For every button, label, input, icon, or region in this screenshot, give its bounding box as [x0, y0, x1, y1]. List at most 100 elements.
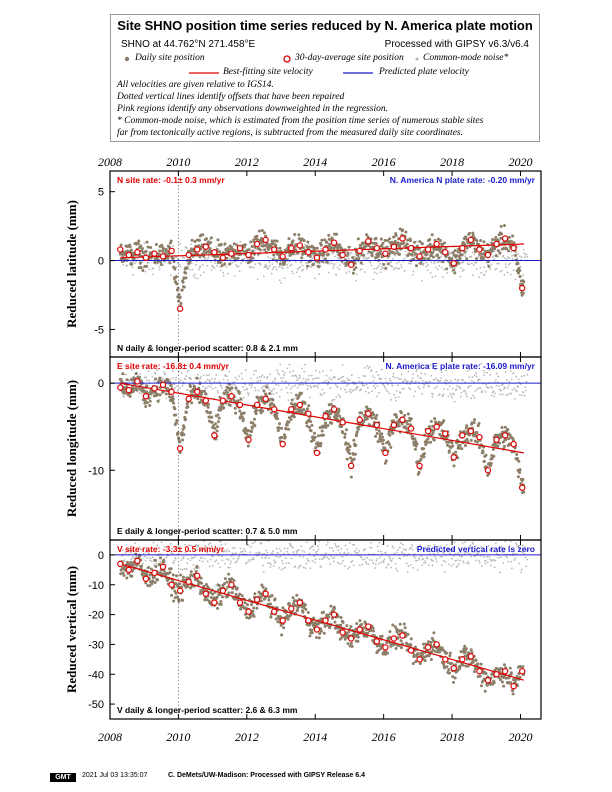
cmn-point	[292, 370, 295, 372]
cmn-point	[511, 388, 514, 391]
cmn-point	[290, 557, 293, 560]
cmn-point	[484, 258, 487, 261]
cmn-point	[385, 381, 388, 384]
daily-point	[454, 450, 458, 454]
cmn-point	[256, 377, 259, 380]
daily-point	[145, 240, 149, 244]
cmn-point	[509, 370, 512, 373]
daily-point	[388, 237, 392, 241]
daily-point	[493, 238, 497, 242]
cmn-point	[298, 275, 301, 278]
monthly-average-point	[185, 251, 192, 259]
cmn-point	[456, 564, 459, 567]
cmn-point	[453, 393, 455, 396]
cmn-point	[519, 265, 522, 268]
cmn-point	[158, 268, 161, 271]
daily-point	[329, 402, 333, 406]
daily-point	[184, 276, 188, 280]
daily-point	[434, 649, 438, 653]
cmn-point	[262, 275, 265, 278]
cmn-point	[165, 556, 168, 559]
daily-point	[287, 427, 291, 431]
daily-point	[259, 595, 263, 599]
cmn-point	[469, 384, 472, 387]
daily-point	[320, 238, 324, 242]
cmn-point	[272, 392, 275, 395]
daily-point	[235, 586, 239, 590]
cmn-point	[154, 372, 157, 375]
daily-point	[177, 599, 181, 603]
cmn-point	[450, 565, 453, 567]
cmn-point	[247, 544, 250, 547]
cmn-point	[403, 387, 406, 390]
cmn-point	[219, 265, 221, 268]
cmn-point	[291, 546, 294, 549]
daily-point	[511, 234, 515, 238]
cmn-point	[254, 249, 257, 251]
cmn-point	[302, 268, 305, 271]
cmn-point	[225, 265, 228, 268]
cmn-point	[391, 265, 394, 268]
daily-point	[265, 385, 269, 389]
cmn-point	[266, 376, 269, 378]
cmn-point	[123, 395, 125, 398]
cmn-point	[353, 388, 356, 391]
cmn-point	[439, 261, 442, 264]
daily-point	[502, 224, 506, 228]
cmn-point	[470, 379, 473, 382]
cmn-point	[173, 559, 176, 562]
daily-point	[504, 438, 508, 442]
cmn-point	[222, 271, 224, 274]
daily-point	[273, 597, 277, 601]
cmn-point	[515, 544, 518, 547]
daily-point	[518, 470, 522, 474]
cmn-point	[211, 564, 214, 567]
cmn-point	[262, 571, 265, 574]
cmn-point	[416, 375, 419, 377]
cmn-point	[444, 560, 447, 563]
daily-point	[458, 443, 462, 447]
cmn-point	[434, 275, 437, 278]
cmn-point	[215, 245, 218, 248]
daily-point	[318, 426, 322, 430]
daily-point	[440, 243, 444, 247]
cmn-point	[454, 378, 457, 381]
daily-point	[458, 257, 462, 261]
cmn-point	[459, 387, 462, 390]
site-coordinates: SHNO at 44.762°N 271.458°E	[121, 39, 256, 50]
cmn-point	[144, 559, 147, 562]
daily-point	[145, 384, 149, 388]
cmn-point	[246, 388, 248, 391]
daily-point	[250, 426, 254, 430]
cmn-point	[349, 379, 351, 381]
daily-point	[216, 413, 220, 417]
cmn-point	[227, 566, 229, 569]
daily-point	[389, 445, 393, 449]
cmn-point	[425, 548, 428, 551]
cmn-point	[425, 265, 428, 268]
cmn-point	[507, 393, 510, 396]
daily-point	[307, 425, 311, 429]
cmn-point	[317, 548, 320, 551]
cmn-point	[156, 544, 159, 547]
daily-point	[422, 452, 426, 456]
cmn-point	[475, 559, 478, 562]
daily-point	[353, 452, 357, 456]
cmn-point	[274, 560, 277, 563]
cmn-point	[500, 545, 503, 548]
cmn-point	[379, 263, 381, 265]
cmn-point	[275, 392, 278, 394]
cmn-point	[301, 534, 303, 536]
cmn-point	[297, 567, 300, 569]
daily-point	[313, 246, 317, 250]
cmn-point	[510, 250, 513, 253]
cmn-point	[340, 547, 343, 550]
monthly-average-point	[476, 246, 483, 253]
cmn-point	[419, 377, 422, 380]
cmn-point	[353, 543, 356, 546]
cmn-point	[285, 386, 288, 389]
cmn-point	[523, 394, 526, 397]
cmn-point	[281, 370, 284, 373]
cmn-point	[457, 378, 460, 381]
cmn-point	[192, 275, 195, 278]
